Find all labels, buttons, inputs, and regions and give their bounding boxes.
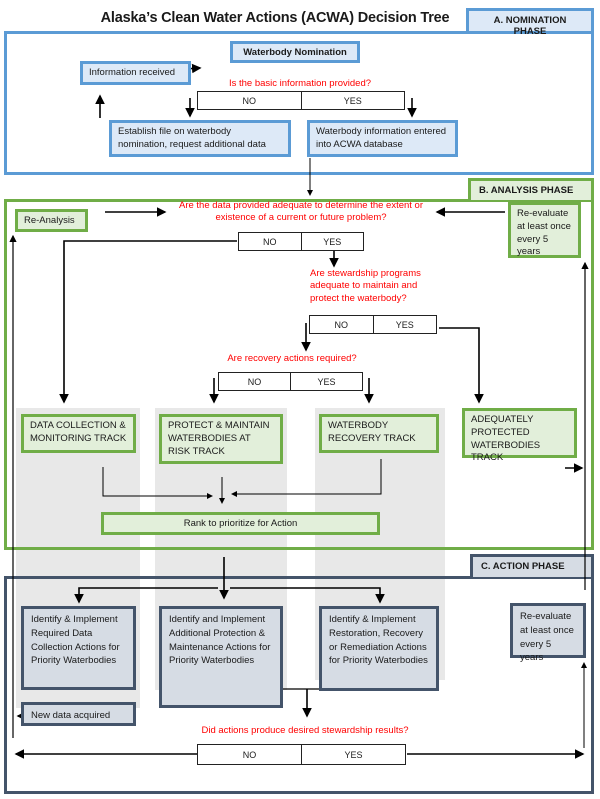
data-adequate-question: Are the data provided adequate to determ…	[179, 200, 423, 224]
line-data-track-to-rank	[102, 467, 213, 499]
track-protect-maintain: PROTECT & MAINTAIN WATERBODIES AT RISK T…	[159, 414, 283, 464]
track-data-collection: DATA COLLECTION & MONITORING TRACK	[21, 414, 136, 453]
data-adequate-no-option[interactable]: NO	[239, 233, 302, 250]
stewardship-yes-no: NO YES	[309, 315, 437, 334]
data-adequate-yes-no: NO YES	[238, 232, 364, 251]
information-received-box: Information received	[80, 61, 191, 85]
track-waterbody-recovery: WATERBODY RECOVERY TRACK	[319, 414, 439, 453]
stewardship-results-no-option[interactable]: NO	[198, 745, 302, 764]
re-evaluate-action-box: Re-evaluate at least once every 5 years	[510, 603, 586, 663]
stewardship-yes-option[interactable]: YES	[395, 319, 414, 330]
recovery-no-option[interactable]: NO	[219, 373, 291, 390]
re-evaluate-analysis-box: Re-evaluate at least once every 5 years	[508, 202, 581, 258]
basic-info-question: Is the basic information provided?	[228, 78, 372, 89]
analysis-phase-tab: B. ANALYSIS PHASE	[468, 178, 594, 200]
recovery-yes-no: NO YES	[218, 372, 363, 391]
entered-database-box: Waterbody information entered into ACWA …	[307, 120, 458, 157]
line-action-right-branch	[230, 587, 385, 604]
basic-info-yes-option[interactable]: YES	[343, 95, 362, 106]
nomination-phase-tab: A. NOMINATION PHASE	[466, 8, 594, 37]
stewardship-question: Are stewardship programs adequate to mai…	[310, 268, 421, 304]
basic-info-no-option[interactable]: NO	[198, 92, 302, 109]
basic-info-yes-no: NO YES	[197, 91, 405, 110]
line-action-left-branch	[74, 587, 218, 604]
stewardship-results-question: Did actions produce desired stewardship …	[201, 725, 409, 736]
line-no-to-data-collection	[59, 240, 237, 404]
data-adequate-yes-option[interactable]: YES	[323, 236, 342, 247]
action-restoration-box: Identify & Implement Restoration, Recove…	[319, 606, 439, 691]
recovery-yes-option[interactable]: YES	[317, 376, 336, 387]
analysis-phase-frame	[4, 199, 594, 550]
recovery-question: Are recovery actions required?	[227, 353, 357, 364]
re-analysis-box: Re-Analysis	[15, 209, 88, 232]
page-title: Alaska’s Clean Water Actions (ACWA) Deci…	[100, 10, 450, 26]
action-phase-frame	[4, 576, 594, 794]
track-adequately-protected: ADEQUATELY PROTECTED WATERBODIES TRACK	[462, 408, 577, 463]
line-recovery-track-to-rank	[231, 459, 382, 497]
action-phase-tab: C. ACTION PHASE	[470, 554, 594, 577]
line-stew-yes-to-adequate	[439, 327, 484, 404]
action-data-collection-box: Identify & Implement Required Data Colle…	[21, 606, 136, 690]
stewardship-results-yes-no: NO YES	[197, 744, 406, 765]
nomination-phase-frame	[4, 31, 594, 175]
rank-prioritize-box: Rank to prioritize for Action	[101, 512, 380, 535]
action-protection-box: Identify and Implement Additional Protec…	[159, 606, 283, 708]
stewardship-results-yes-option[interactable]: YES	[344, 749, 363, 760]
establish-file-box: Establish file on waterbody nomination, …	[109, 120, 291, 157]
stewardship-no-option[interactable]: NO	[310, 316, 374, 333]
new-data-acquired-box: New data acquired	[21, 702, 136, 726]
waterbody-nomination-box: Waterbody Nomination	[230, 41, 360, 63]
